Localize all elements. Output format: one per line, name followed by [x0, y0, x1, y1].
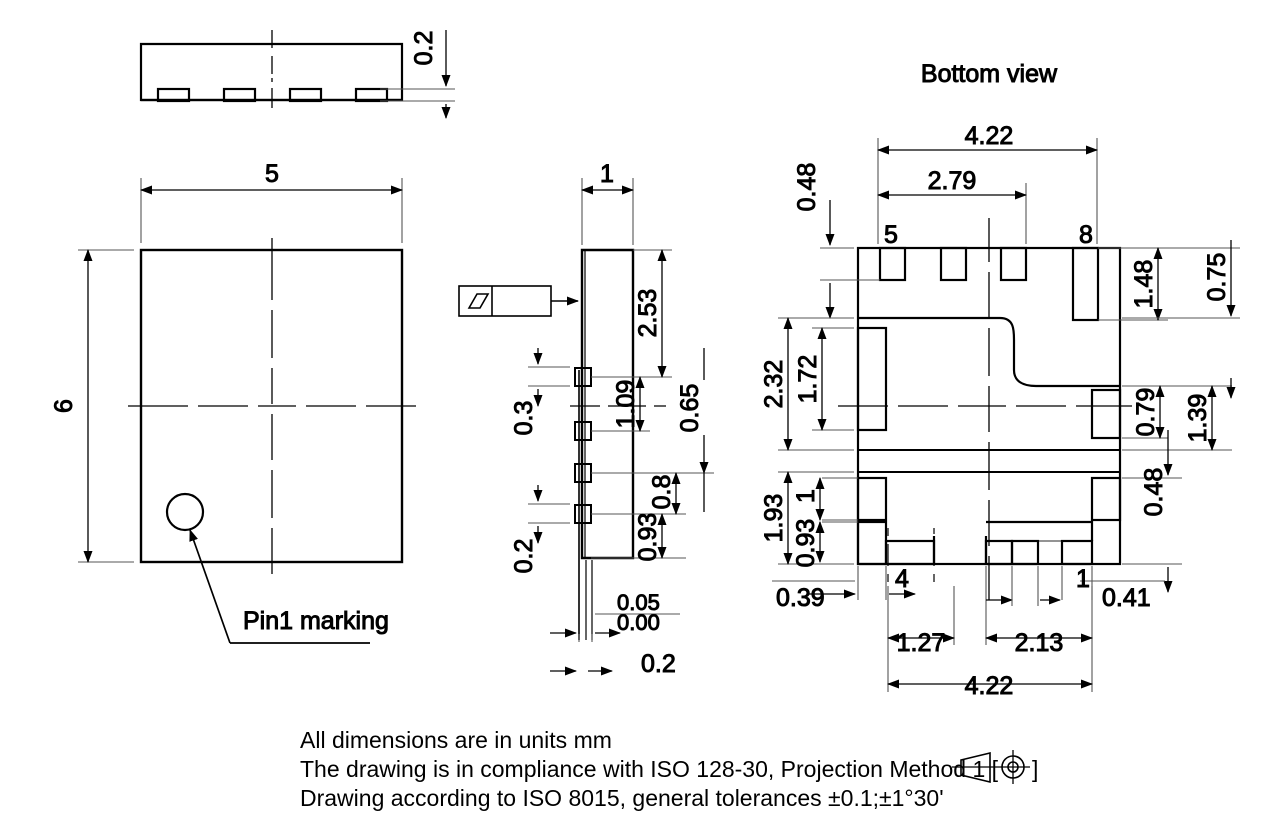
view-front	[78, 178, 416, 644]
dim-label-width-5: 5	[265, 160, 279, 188]
pin1-leader-line	[189, 529, 231, 644]
top-view-pad-4	[354, 87, 389, 103]
dim-label-0p2-thickness: 0.2	[410, 31, 438, 66]
bottom-strip-divider-a	[932, 536, 988, 564]
note-line-1: All dimensions are in units mm	[300, 727, 612, 753]
dim-label-lead-tol-min: 0.00	[617, 610, 660, 635]
note-line-2: The drawing is in compliance with ISO 12…	[300, 756, 999, 782]
bottom-pad-top-4	[1071, 246, 1100, 322]
view-left-side	[458, 178, 714, 676]
dim-label-279: 2.79	[928, 167, 977, 195]
pin1-marking-circle	[165, 492, 205, 532]
dim-label-422-top: 4.22	[965, 122, 1014, 150]
dim-label-048-bottom: 0.48	[1140, 468, 1168, 517]
dim-label-075: 0.75	[1203, 253, 1231, 302]
dim-label-0p3: 0.3	[510, 401, 538, 436]
feature-control-frame	[458, 285, 579, 317]
dim-label-b1: 1	[792, 489, 820, 503]
dim-label-422-bottom: 4.22	[965, 672, 1014, 700]
top-view-pad-2	[222, 87, 257, 103]
note-line-3: Drawing according to ISO 8015, general t…	[300, 785, 944, 811]
projection-cone-icon	[960, 751, 991, 784]
projection-method-symbol	[952, 750, 1030, 784]
dim-label-079: 0.79	[1132, 388, 1160, 437]
top-view-pad-1	[156, 87, 191, 103]
bottom-pad-right-2	[1090, 476, 1122, 522]
bottom-pad-bot-4	[1060, 539, 1094, 566]
pin-label-1: 1	[1076, 565, 1090, 593]
bottom-pad-bot-3	[1010, 539, 1040, 566]
view-top-side-elevation	[139, 30, 455, 119]
dim-label-232: 2.32	[760, 360, 788, 409]
bottom-view-title: Bottom view	[921, 60, 1058, 88]
bottom-pad-left-2	[856, 476, 888, 522]
view-bottom	[772, 138, 1240, 692]
dim-label-048-top: 0.48	[793, 163, 821, 212]
dim-label-172: 1.72	[794, 355, 822, 404]
dim-label-039: 0.39	[776, 584, 825, 612]
dim-label-0p8: 0.8	[648, 475, 676, 510]
bottom-pad-left-3	[856, 520, 888, 566]
dim-label-2p53: 2.53	[634, 289, 662, 338]
dim-label-127: 1.27	[897, 629, 946, 657]
dim-label-b093: 0.93	[792, 519, 820, 568]
bottom-pad-right-1	[1090, 388, 1122, 440]
bottom-die-paddle-outline	[858, 316, 1120, 388]
pin-label-5: 5	[884, 221, 898, 249]
bottom-pad-top-2	[939, 246, 968, 282]
dim-label-lead-tol-max: 0.05	[617, 590, 660, 615]
bottom-pad-top-1	[878, 246, 907, 282]
pin-label-8: 8	[1079, 221, 1093, 249]
note-bracket-close: ]	[1032, 756, 1038, 782]
parallelism-symbol	[467, 293, 490, 309]
dim-label-0p2-width: 0.2	[641, 650, 676, 678]
dim-label-1p09: 1.09	[612, 380, 640, 429]
pin-label-4: 4	[895, 565, 909, 593]
bottom-pad-bot-1	[884, 539, 936, 566]
dim-label-height-6: 6	[50, 399, 78, 413]
bottom-pad-top-3	[999, 246, 1028, 282]
pin1-marking-label: Pin1 marking	[243, 607, 389, 635]
dim-label-0p65: 0.65	[676, 384, 704, 433]
dim-label-side-width-1: 1	[600, 160, 614, 188]
top-view-pad-3	[288, 87, 323, 103]
bottom-pad-left-1	[856, 326, 888, 432]
dim-label-139: 1.39	[1184, 394, 1212, 443]
dim-label-193: 1.93	[760, 494, 788, 543]
dim-label-148: 1.48	[1130, 260, 1158, 309]
dim-label-213: 2.13	[1015, 629, 1064, 657]
bottom-pad-bot-2	[984, 539, 1014, 566]
dim-label-0p2-gap: 0.2	[510, 539, 538, 574]
dim-label-0p93: 0.93	[634, 513, 662, 562]
drawing-notes	[952, 750, 1030, 784]
bottom-lower-pad-frame	[986, 520, 1094, 541]
dim-label-041: 0.41	[1102, 584, 1151, 612]
